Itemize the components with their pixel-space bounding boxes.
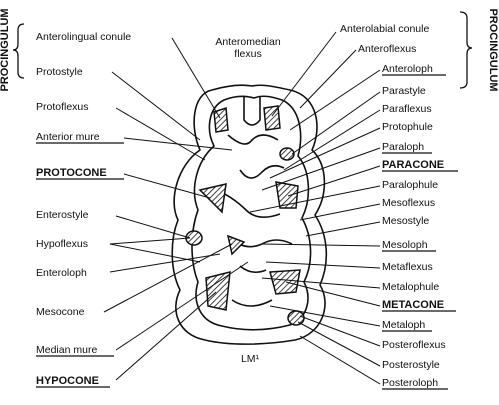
label-paraloph: Paraloph (382, 141, 424, 153)
anteromedian-notch (243, 97, 261, 126)
label-anteroflexus: Anteroflexus (358, 43, 416, 55)
label-anterolingual-conule: Anterolingual conule (36, 31, 131, 43)
label-median-mure: Median mure (36, 344, 97, 356)
left-labels: Anterolingual conule Protostyle Protofle… (36, 31, 131, 388)
diagram-caption: LM¹ (241, 353, 260, 365)
label-anteroloph: Anteroloph (382, 63, 433, 75)
label-anterolabial-conule: Anterolabial conule (340, 23, 429, 35)
molar-inner-outline (191, 95, 312, 331)
molar-outer-outline (171, 84, 328, 345)
label-protophule: Protophule (382, 121, 433, 133)
label-posteroloph: Posteroloph (382, 377, 438, 389)
label-paracone: PARACONE (382, 159, 444, 171)
left-procingulum-bracket (12, 23, 25, 79)
anteromedian-flexus-label-line2: flexus (234, 48, 261, 60)
label-mesoloph: Mesoloph (382, 239, 428, 251)
left-procingulum-label: PROCINGULUM (0, 8, 11, 91)
label-anterior-mure: Anterior mure (36, 131, 100, 143)
label-protostyle: Protostyle (36, 66, 83, 78)
label-metacone: METACONE (382, 299, 444, 311)
label-hypoflexus: Hypoflexus (36, 238, 88, 250)
enterostyle-cusp (185, 230, 203, 246)
protocone-cusp (198, 183, 227, 214)
left-leader-lines (103, 37, 249, 381)
label-mesoflexus: Mesoflexus (382, 197, 435, 209)
right-procingulum-bracket (459, 11, 473, 89)
anterolabial-conule-cusp (263, 105, 281, 131)
paracone-cusp (275, 181, 299, 209)
anteromedian-flexus-label-line1: Anteromedian (215, 36, 281, 48)
label-paralophule: Paralophule (382, 179, 438, 191)
label-mesostyle: Mesostyle (382, 215, 429, 227)
posterostyle-cusp (287, 310, 305, 326)
label-posterostyle: Posterostyle (382, 359, 440, 371)
label-posteroflexus: Posteroflexus (382, 339, 446, 351)
label-enteroloph: Enteroloph (36, 267, 87, 279)
right-labels: Anterolabial conule Anteroflexus Anterol… (340, 23, 458, 390)
metacone-cusp (269, 269, 301, 295)
label-paraflexus: Paraflexus (382, 103, 432, 115)
label-metaflexus: Metaflexus (382, 261, 433, 273)
label-protocone: PROTOCONE (36, 167, 107, 179)
label-hypocone: HYPOCONE (36, 375, 99, 387)
right-procingulum-label: PROCINGULUM (487, 8, 499, 91)
label-metaloph: Metaloph (382, 319, 425, 331)
label-metalophule: Metalophule (382, 281, 439, 293)
label-parastyle: Parastyle (382, 85, 426, 97)
parastyle-cusp (279, 147, 295, 161)
hypocone-cusp (205, 271, 231, 311)
label-enterostyle: Enterostyle (36, 209, 89, 221)
right-leader-lines (249, 31, 381, 385)
label-protoflexus: Protoflexus (36, 101, 89, 113)
label-mesocone: Mesocone (36, 306, 85, 318)
